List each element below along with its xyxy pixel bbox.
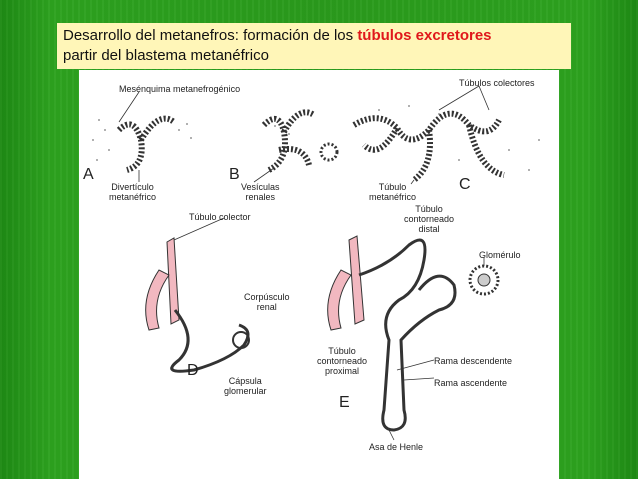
- renal-corpuscle-d: [232, 331, 250, 349]
- collecting-tubules-c: [352, 110, 505, 183]
- panel-label-a: A: [83, 166, 94, 183]
- label-diverticulo: Divertículo metanéfrico: [109, 182, 157, 202]
- tubule-d: [170, 309, 250, 373]
- label-rama-descendente: Rama descendente: [434, 356, 513, 366]
- nephron-development-figure: Mesénquima metanefrogénico Túbulos colec…: [79, 70, 559, 479]
- label-vesiculas: Vesículas renales: [241, 182, 280, 202]
- panel-label-b: B: [229, 166, 240, 183]
- figure-drawing: [92, 85, 540, 441]
- panel-label-c: C: [459, 176, 471, 193]
- renal-vesicle: [319, 142, 339, 162]
- diverticulum-b: [261, 109, 316, 173]
- label-tubulos-colectores: Túbulos colectores: [459, 78, 535, 88]
- glomerulus-core: [477, 273, 491, 287]
- label-capsula: Cápsula glomerular: [224, 376, 267, 396]
- label-rama-ascendente: Rama ascendente: [434, 378, 508, 388]
- panel-label-e: E: [339, 394, 350, 411]
- collecting-tubule-d: [145, 237, 180, 331]
- label-tubulo-colector: Túbulo colector: [189, 212, 251, 222]
- diverticulum-a: [116, 115, 176, 173]
- label-tubulo-distal: Túbulo contorneado distal: [404, 204, 455, 234]
- collecting-tubule-e: [327, 235, 365, 331]
- label-tubulo-proximal: Túbulo contorneado proximal: [317, 346, 368, 376]
- title-text-part1: Desarrollo del metanefros: formación de …: [63, 27, 354, 44]
- label-asa-henle: Asa de Henle: [369, 442, 424, 452]
- label-mesenquima: Mesénquima metanefrogénico: [119, 84, 241, 94]
- panel-label-d: D: [187, 362, 199, 379]
- label-tubulo-metanefrico: Túbulo metanéfrico: [369, 182, 417, 202]
- pointer-lines: [118, 85, 490, 441]
- label-corpusculo: Corpúsculo renal: [244, 292, 290, 312]
- title-text-part2: partir del blastema metanéfrico: [63, 47, 269, 64]
- label-glomerulo: Glomérulo: [479, 250, 521, 260]
- title-line-1: Desarrollo del metanefros: formación de …: [63, 26, 565, 46]
- title-highlight: túbulos excretores: [357, 27, 492, 44]
- nephron-e: [358, 238, 457, 432]
- slide-title-box: Desarrollo del metanefros: formación de …: [57, 23, 571, 69]
